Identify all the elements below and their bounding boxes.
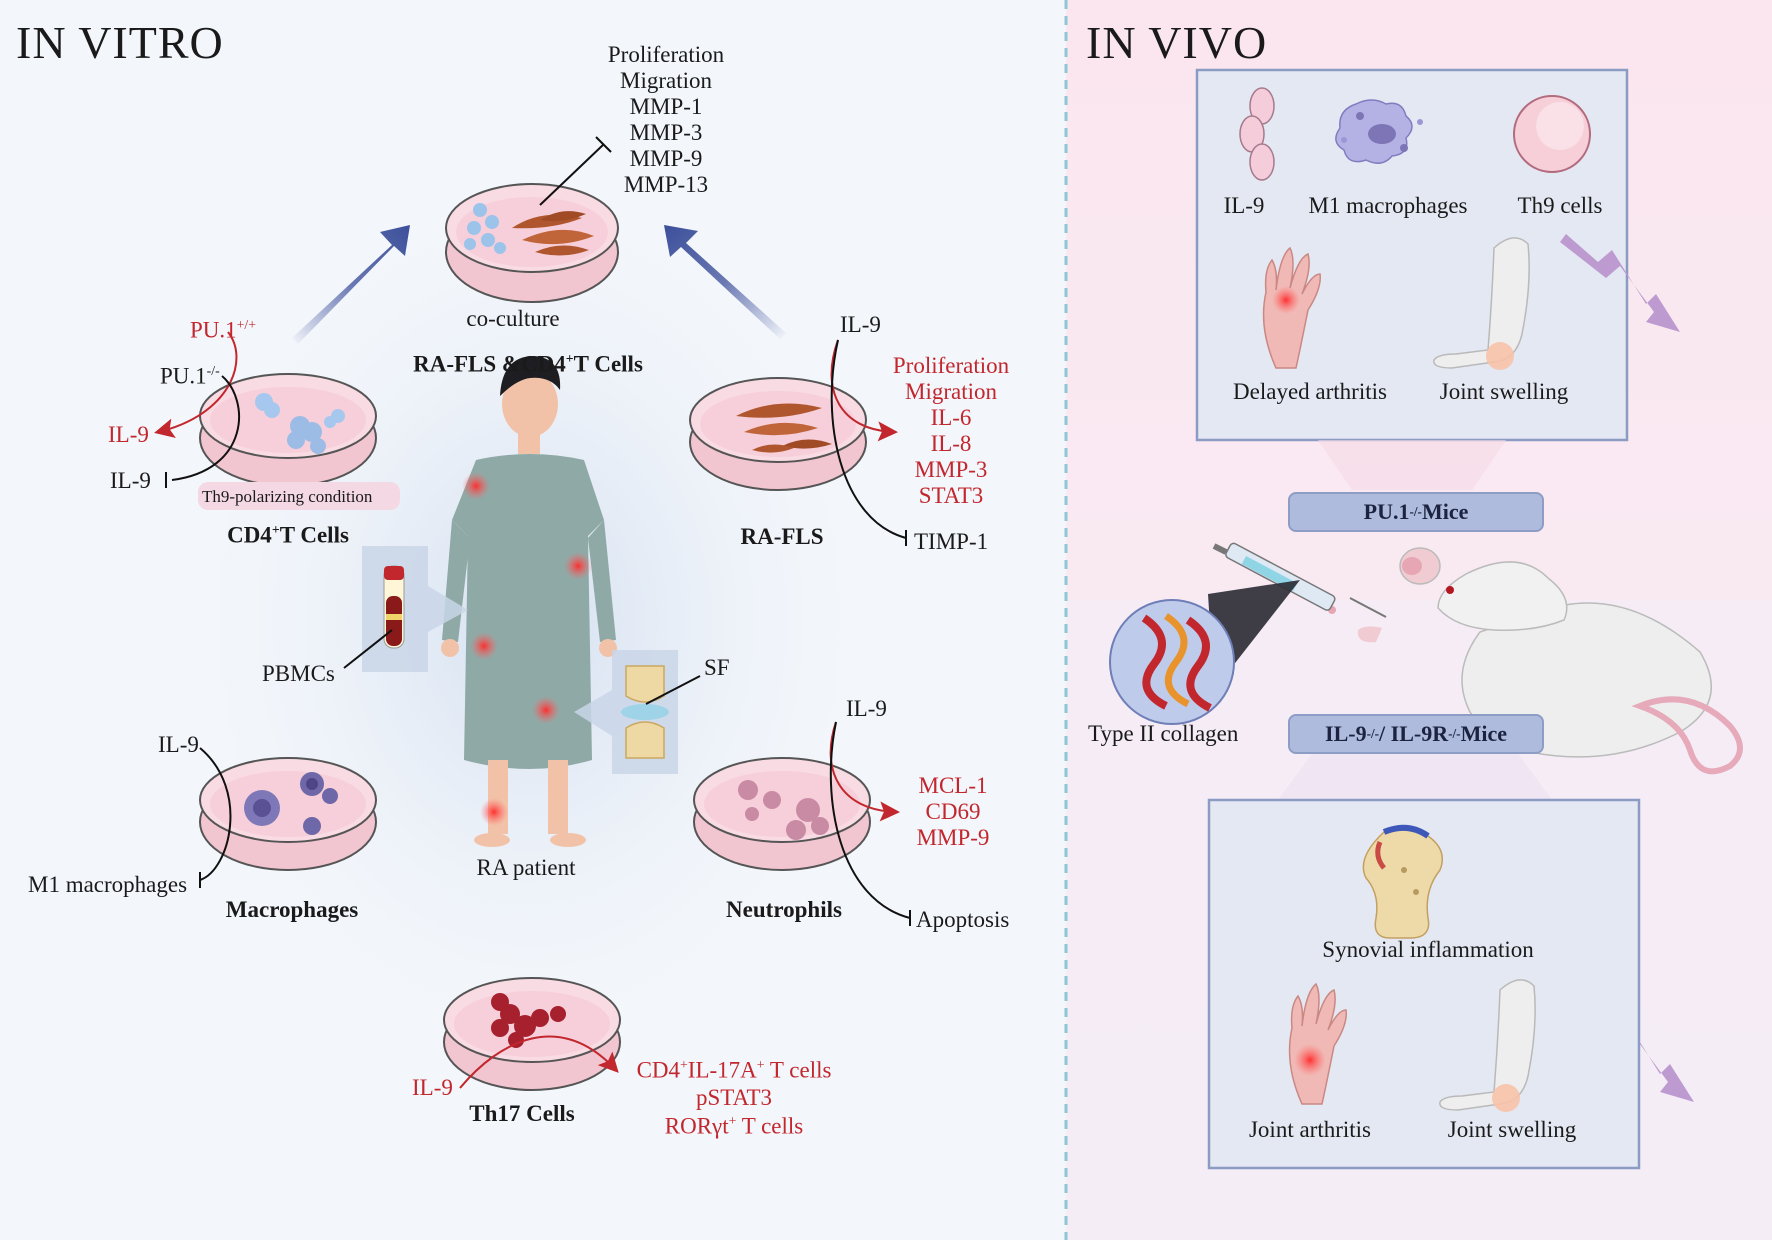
- coculture-effect: MMP-13: [623, 172, 709, 197]
- neutrophil-effect: CD69: [925, 799, 981, 824]
- dish-rafls: [689, 377, 867, 491]
- dish-th17: [443, 977, 621, 1091]
- m1-macrophage-icon: [1335, 99, 1423, 164]
- vivo-joint-arthritis: Joint arthritis: [1248, 1117, 1372, 1142]
- rafls-timp1: TIMP-1: [914, 529, 989, 554]
- patient-label: RA patient: [476, 855, 576, 880]
- leg-icon-joint-swelling: [1439, 979, 1536, 1112]
- in-vivo-title: IN VIVO: [1086, 17, 1268, 68]
- vivo-synovial-inflammation: Synovial inflammation: [1322, 937, 1534, 962]
- th9-condition-pill: [198, 482, 400, 510]
- decrease-arrow-top: [1560, 234, 1680, 332]
- th17-effect-cd4-il17a: CD4+IL-17A+ T cells: [636, 1057, 832, 1083]
- dish-macrophages: [199, 757, 377, 871]
- in-vitro-title: IN VITRO: [16, 17, 224, 68]
- coculture-label: RA-FLS &CD4+T Cells: [413, 351, 643, 377]
- rafls-label: RA-FLS: [740, 524, 824, 549]
- collagen-label: Type II collagen: [1088, 721, 1239, 746]
- rafls-effect: Migration: [905, 379, 997, 404]
- synovial-bone-icon: [1362, 824, 1443, 939]
- coculture-effect: Migration: [620, 68, 712, 93]
- il9-mice-badge: IL-9-/- / IL-9R-/- Mice: [1288, 714, 1544, 754]
- rafls-effect: MMP-3: [914, 457, 988, 482]
- pu1-mice-badge: PU.1-/- Mice: [1288, 492, 1544, 532]
- coculture-effect: Proliferation: [607, 42, 725, 67]
- dish-coculture: [445, 183, 619, 303]
- neutrophil-il9: IL-9: [846, 696, 887, 721]
- rafls-effect: STAT3: [918, 483, 984, 508]
- pu1-negative-label: PU.1-/-: [160, 363, 220, 389]
- arrow-cd4-to-coculture: [292, 225, 410, 344]
- il9-molecule-icon: [1239, 87, 1275, 181]
- pbmcs-label: PBMCs: [262, 661, 335, 686]
- th17-effect-pstat3: pSTAT3: [695, 1085, 773, 1110]
- coculture-caption: co-culture: [466, 306, 560, 331]
- sf-label: SF: [704, 655, 730, 680]
- sf-inset: [574, 650, 701, 774]
- th17-il9: IL-9: [412, 1075, 453, 1100]
- pbmc-inset: [343, 546, 468, 672]
- coculture-effects: Proliferation Migration MMP-1 MMP-3 MMP-…: [608, 42, 724, 198]
- paw-icon-delayed: [1262, 246, 1321, 369]
- cd4-label: CD4+T Cells: [227, 522, 349, 548]
- collagen-icon: [1109, 580, 1300, 725]
- vivo-delayed-arthritis: Delayed arthritis: [1233, 379, 1387, 404]
- cd4-il9-up: IL-9: [108, 422, 149, 447]
- th9-condition: Th9-polarizing condition: [202, 487, 373, 506]
- vivo-m1-label: M1 macrophages: [1308, 193, 1468, 218]
- rafls-effect: IL-6: [930, 405, 972, 430]
- vivo-th9-label: Th9 cells: [1517, 193, 1603, 218]
- vivo-joint-swelling-1: Joint swelling: [1439, 379, 1569, 404]
- paw-icon-joint-arthritis: [1288, 982, 1347, 1105]
- m1-macrophages-label: M1 macrophages: [28, 872, 188, 897]
- coculture-effect: MMP-3: [629, 120, 703, 145]
- cd4-il9-down: IL-9: [110, 468, 151, 493]
- dish-neutrophils: [693, 757, 871, 871]
- th17-label: Th17 Cells: [469, 1101, 575, 1126]
- macrophages-label: Macrophages: [225, 897, 359, 922]
- neutrophil-effects: MCL-1 CD69 MMP-9: [917, 773, 990, 851]
- rafls-il9: IL-9: [840, 312, 881, 337]
- leg-icon-swelling: [1433, 237, 1530, 370]
- coculture-effect: MMP-1: [629, 94, 703, 119]
- neutrophil-effect: MMP-9: [916, 825, 990, 850]
- coculture-effect: MMP-9: [629, 146, 703, 171]
- rafls-effect: Proliferation: [892, 353, 1010, 378]
- syringe-icon: [1212, 542, 1387, 618]
- vivo-il9-label: IL-9: [1223, 193, 1265, 218]
- macrophage-il9: IL-9: [158, 732, 199, 757]
- arrow-rafls-to-coculture: [664, 225, 786, 339]
- neutrophils-label: Neutrophils: [726, 897, 842, 922]
- pu1-positive-label: PU.1+/+: [190, 317, 257, 343]
- th9-cell-icon: [1513, 95, 1591, 173]
- neutrophil-effect: MCL-1: [918, 773, 988, 798]
- th17-effect-rorgt: RORγt+ T cells: [664, 1113, 804, 1139]
- rafls-effects: Proliferation Migration IL-6 IL-8 MMP-3 …: [893, 353, 1009, 509]
- rafls-effect: IL-8: [930, 431, 972, 456]
- vivo-joint-swelling-2: Joint swelling: [1447, 1117, 1577, 1142]
- apoptosis-label: Apoptosis: [916, 907, 1010, 932]
